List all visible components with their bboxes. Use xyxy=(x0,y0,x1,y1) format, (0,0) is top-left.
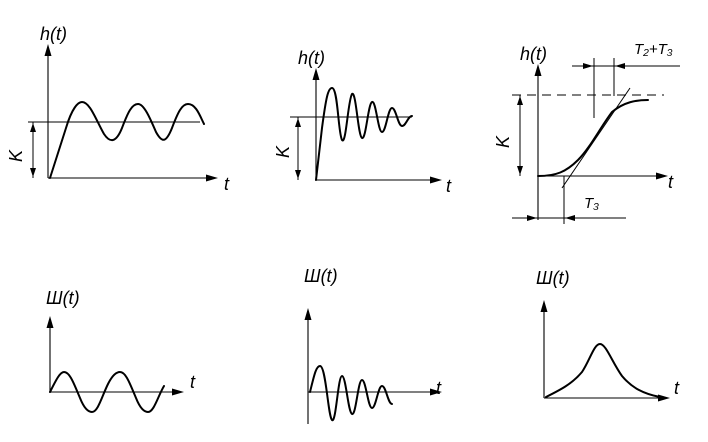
y-axis-arrow xyxy=(46,316,54,328)
k-arrow-top xyxy=(295,118,301,127)
t-label: t xyxy=(668,172,674,192)
x-axis-arrow xyxy=(172,388,184,396)
y-axis-arrow xyxy=(44,44,52,56)
t-label: t xyxy=(436,378,442,398)
y-axis-arrow xyxy=(304,308,312,320)
w-of-t-label: Ш(t) xyxy=(536,268,570,288)
x-axis-arrow xyxy=(206,174,218,182)
t-label: t xyxy=(674,378,680,398)
t-label: t xyxy=(190,372,196,392)
inflection-tangent xyxy=(561,87,631,189)
s-curve xyxy=(537,99,649,177)
panel-damped-step: h(t) t K xyxy=(273,48,452,196)
k-label: K xyxy=(493,135,513,148)
x-axis-arrow xyxy=(430,388,442,396)
t2t3-label: T₂+T₃ xyxy=(634,41,673,58)
x-axis-arrow xyxy=(658,394,670,402)
t-label: t xyxy=(446,176,452,196)
w-of-t-label: Ш(t) xyxy=(304,266,338,286)
panel-undamped-step: h(t) t K xyxy=(6,24,230,194)
damped-step-curve xyxy=(315,87,413,181)
t-label: t xyxy=(224,174,230,194)
y-axis-arrow xyxy=(540,300,548,312)
k-arrow-top xyxy=(30,123,36,132)
sine-curve xyxy=(49,371,165,413)
t3-arrow-right xyxy=(565,215,575,221)
k-label: K xyxy=(273,145,293,158)
y-axis-arrow xyxy=(534,64,542,76)
t3-label: T₃ xyxy=(584,195,599,212)
decaying-sine-curve xyxy=(309,365,393,422)
x-axis-arrow xyxy=(656,172,668,180)
h-of-t-label: h(t) xyxy=(40,24,67,44)
undamped-step-curve xyxy=(49,101,205,179)
k-label: K xyxy=(6,149,26,162)
y-axis-arrow xyxy=(312,68,320,80)
t2t3-arrow-left xyxy=(583,63,593,69)
k-arrow-bottom xyxy=(517,166,523,175)
k-arrow-top xyxy=(517,96,523,105)
k-arrow-bottom xyxy=(30,168,36,177)
bell-curve xyxy=(545,343,661,398)
panel-aperiodic-step: h(t) t K T₃ T₂+T₃ xyxy=(493,41,680,224)
h-of-t-label: h(t) xyxy=(298,48,325,68)
panel-aperiodic-impulse: Ш(t) t xyxy=(536,268,680,402)
h-of-t-label: h(t) xyxy=(520,44,547,64)
k-arrow-bottom xyxy=(295,170,301,179)
t2t3-arrow-right xyxy=(615,63,625,69)
w-of-t-label: Ш(t) xyxy=(46,288,80,308)
panel-undamped-impulse: Ш(t) t xyxy=(46,288,196,413)
panel-damped-impulse: Ш(t) t xyxy=(304,266,442,424)
t3-arrow-left xyxy=(527,215,537,221)
x-axis-arrow xyxy=(430,176,442,184)
